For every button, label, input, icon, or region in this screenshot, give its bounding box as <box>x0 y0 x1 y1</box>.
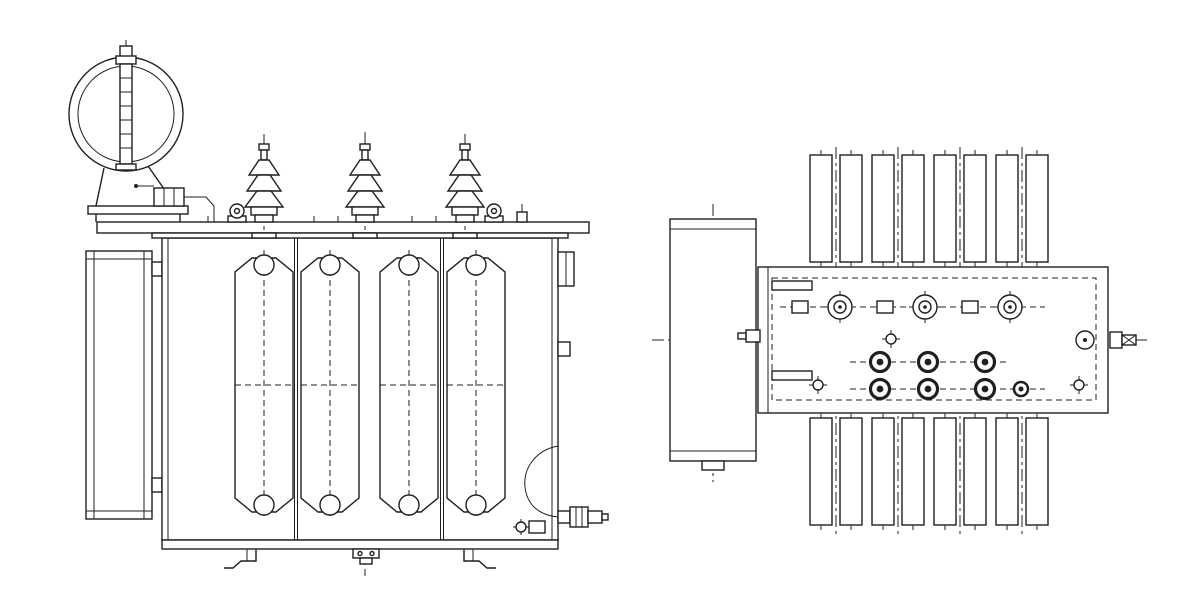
cable-bracket-top <box>771 280 813 291</box>
filler-plug <box>516 211 528 223</box>
lv-bushing <box>916 350 940 374</box>
lifting-lugs <box>227 203 528 223</box>
drain-valve <box>513 506 609 535</box>
hv-bushings <box>244 133 485 231</box>
gate-valve <box>569 506 589 528</box>
lifting-lug-right <box>486 203 502 219</box>
skid-right <box>463 549 496 569</box>
plan-view <box>652 147 1148 535</box>
arcing-horn <box>791 300 809 314</box>
neutral-bushing <box>1012 380 1030 398</box>
winding-4 <box>446 249 506 521</box>
lv-bushing <box>973 350 997 374</box>
radiator-left <box>85 250 163 520</box>
conservator-pipe <box>745 329 761 343</box>
winding-3 <box>379 249 439 521</box>
hv-bushing-1 <box>244 133 284 231</box>
inspection-ports <box>808 329 1095 395</box>
lifting-lug-left <box>229 203 245 219</box>
lv-bushing <box>916 377 940 401</box>
radiator-banks-top <box>809 149 1049 268</box>
oil-level-gauge <box>115 55 137 171</box>
hatched-section <box>524 445 559 518</box>
lv-bushing <box>973 377 997 401</box>
lv-bushings-plan <box>850 350 1045 401</box>
radiator-bracket-lower <box>151 477 163 493</box>
manhole <box>1075 330 1095 350</box>
hv-bushings-plan <box>780 290 1045 324</box>
radiator-banks-bottom <box>809 412 1049 531</box>
radiator-bracket-upper <box>151 261 163 277</box>
hv-bushing-2 <box>345 133 385 231</box>
conservator-plan <box>669 218 761 471</box>
conservator-foot <box>701 460 725 471</box>
conservator-support <box>87 165 215 222</box>
shutoff-valve <box>1109 331 1143 349</box>
oil-pipe <box>184 196 215 222</box>
lv-bushing <box>868 377 892 401</box>
wall-fitting <box>557 341 571 357</box>
front-elevation-view <box>68 40 609 576</box>
arcing-horn <box>961 300 979 314</box>
cable-bracket-bottom <box>771 370 813 381</box>
skid-left <box>224 549 257 569</box>
side-fittings <box>557 251 575 357</box>
base-skids <box>161 539 559 569</box>
winding-2 <box>300 249 360 521</box>
jacking-pad <box>352 548 380 559</box>
cover-flange-boltline <box>771 277 1097 401</box>
conservator-tank <box>68 40 184 172</box>
lv-bushing <box>868 350 892 374</box>
buchholz-relay <box>153 187 185 207</box>
arcing-horn <box>876 300 894 314</box>
tank-lid <box>96 216 590 239</box>
winding-1 <box>234 249 294 521</box>
hv-bushing-3 <box>445 133 485 231</box>
